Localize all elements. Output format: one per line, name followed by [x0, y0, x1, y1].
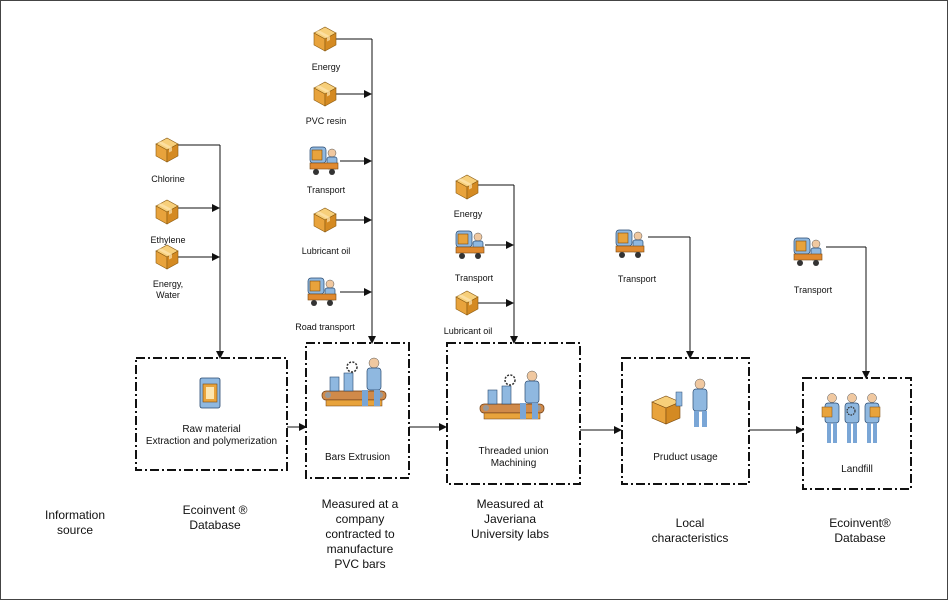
- raw-material-can-icon: [199, 377, 221, 409]
- mach-lubricant-box-icon: [455, 290, 479, 316]
- input-label-ext-pvc: PVC resin: [305, 116, 347, 126]
- input-label-chlorine: Chlorine: [151, 174, 185, 184]
- stage-label-extrusion: Bars Extrusion: [324, 452, 391, 463]
- stage-label-usage: Pruduct usage: [653, 452, 718, 463]
- usage-transport-truck-icon: [615, 229, 645, 259]
- input-label-ethylene: Ethylene: [150, 235, 186, 245]
- input-label-mach-transport: Transport: [454, 273, 494, 283]
- ext-pvc-box-icon: [313, 81, 337, 107]
- extrusion-conveyor-icon: [321, 357, 387, 407]
- source-landfill: Ecoinvent® Database: [829, 516, 891, 545]
- ethylene-box-icon: [155, 199, 179, 225]
- stage-box-usage: [621, 357, 750, 485]
- input-label-landfill-transport: Transport: [793, 285, 833, 295]
- ext-road-truck-icon: [307, 277, 337, 307]
- ext-energy-box-icon: [313, 26, 337, 52]
- machining-conveyor-icon: [479, 370, 545, 420]
- mach-transport-truck-icon: [455, 230, 485, 260]
- ext-transport-truck-icon: [309, 146, 339, 176]
- input-label-ext-lubricant: Lubricant oil: [301, 246, 351, 256]
- chlorine-box-icon: [155, 137, 179, 163]
- ext-lubricant-box-icon: [313, 207, 337, 233]
- stage-box-raw: [135, 357, 288, 471]
- stage-label-raw: Raw material Extraction and polymerizati…: [145, 424, 278, 447]
- input-label-ext-energy: Energy: [311, 62, 341, 72]
- input-label-mach-lubricant: Lubricant oil: [443, 326, 493, 336]
- stage-label-landfill: Landfill: [841, 464, 873, 475]
- information-source-label: Information source: [44, 508, 106, 537]
- source-machining: Measured at Javeriana University labs: [470, 497, 550, 541]
- input-label-ext-road: Road transport: [295, 322, 355, 332]
- stage-box-machining: [446, 342, 581, 485]
- input-label-ext-transport: Transport: [306, 185, 346, 195]
- input-label-mach-energy: Energy: [453, 209, 483, 219]
- stage-box-extrusion: [305, 342, 410, 479]
- source-usage: Local characteristics: [651, 516, 729, 545]
- source-raw: Ecoinvent ® Database: [182, 503, 248, 532]
- input-label-energy-water: Energy, Water: [152, 279, 184, 300]
- source-extrusion: Measured at a company contracted to manu…: [321, 497, 399, 571]
- input-label-usage-transport: Transport: [617, 274, 657, 284]
- landfill-transport-truck-icon: [793, 237, 823, 267]
- stage-label-machining: Threaded union Machining: [478, 446, 549, 469]
- landfill-workers-icon: [821, 393, 881, 443]
- stage-box-landfill: [802, 377, 912, 490]
- energy-water-box-icon: [155, 244, 179, 270]
- usage-person-box-icon: [651, 378, 708, 427]
- mach-energy-box-icon: [455, 174, 479, 200]
